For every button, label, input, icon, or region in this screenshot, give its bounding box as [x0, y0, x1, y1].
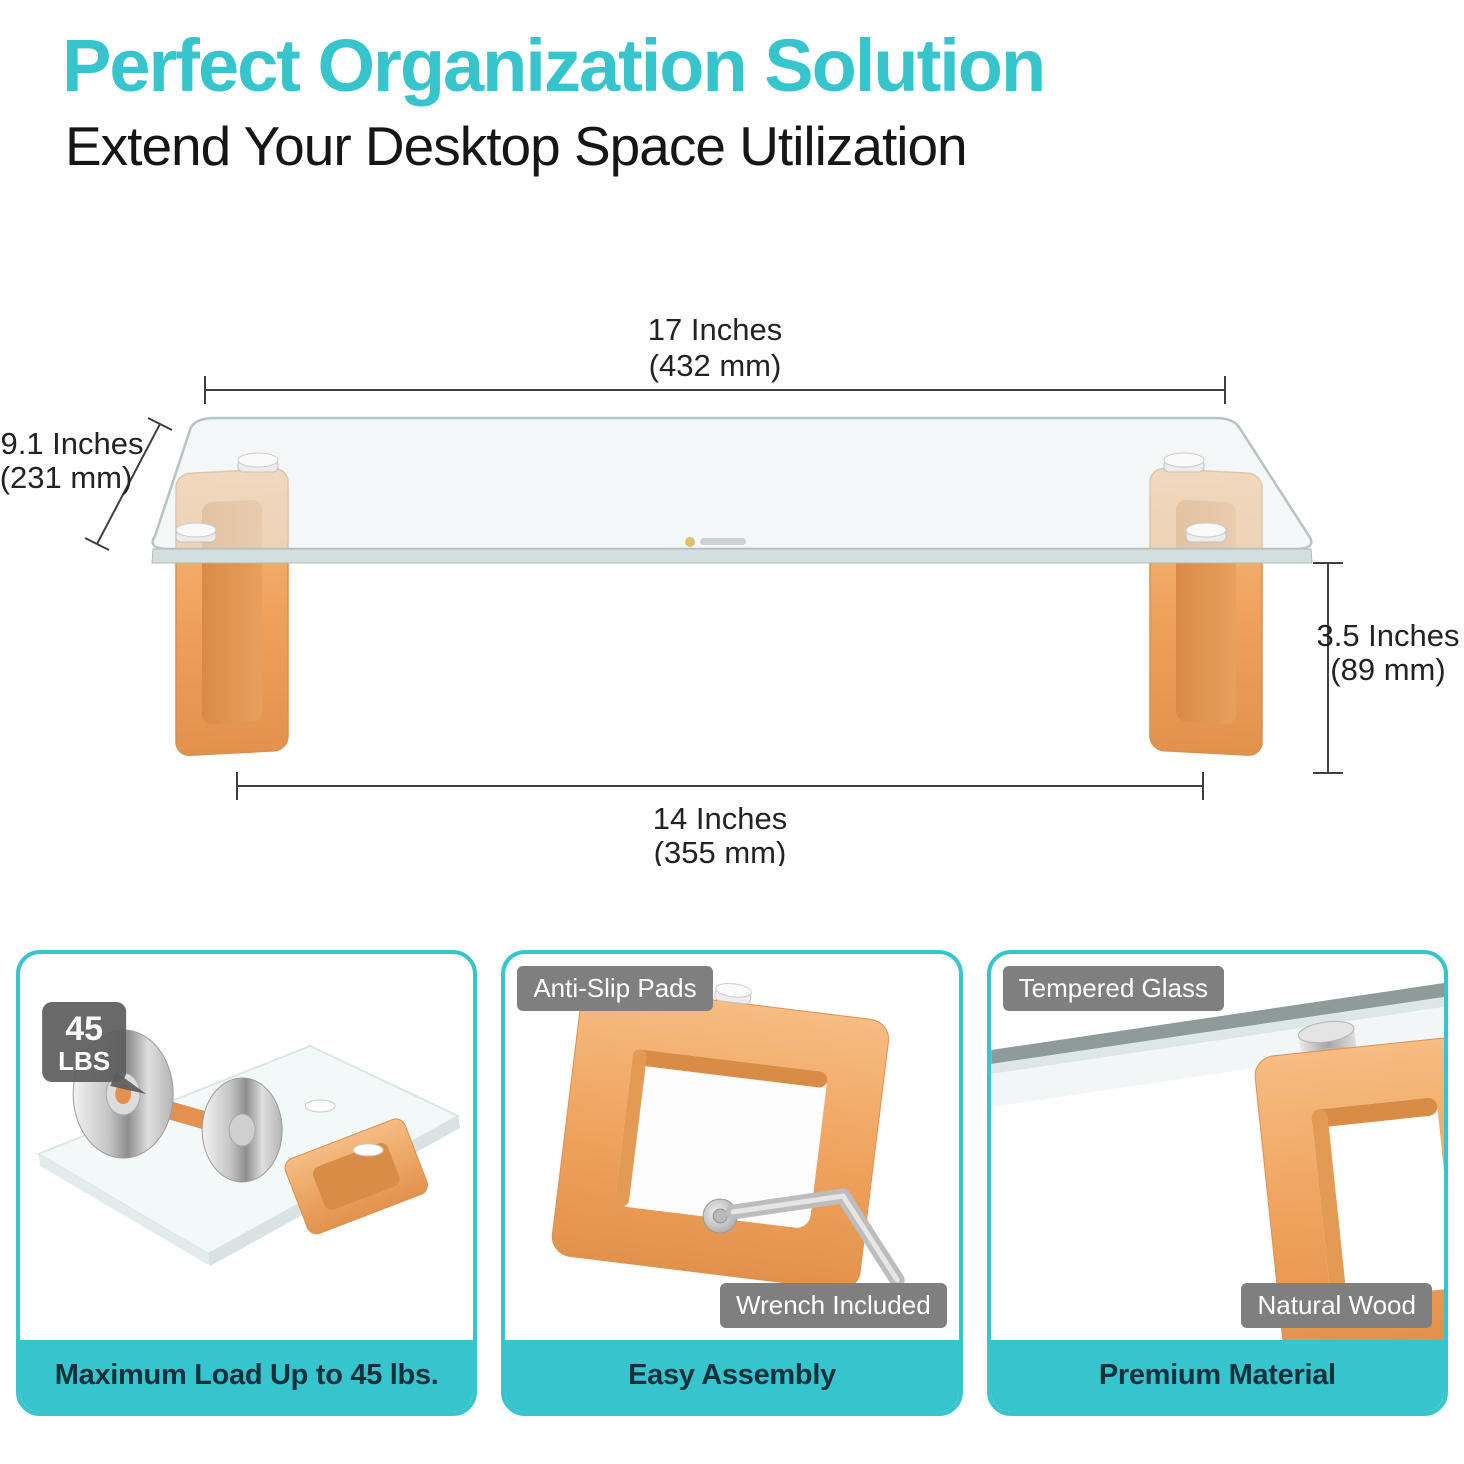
anti-slip-pad-icon [714, 982, 753, 1005]
dimension-height [1313, 561, 1343, 774]
card-assembly-caption: Easy Assembly [505, 1339, 959, 1412]
weight-unit: LBS [58, 1046, 110, 1076]
standoff-pad-front-left [175, 522, 217, 543]
wood-bridge [284, 1118, 428, 1235]
dim-bottom-inches: 14 Inches [653, 801, 787, 836]
tempered-glass-badge: Tempered Glass [1002, 965, 1224, 1011]
dimension-bottom-width [236, 771, 1204, 800]
feature-card-load: 45 LBS Maximum Load Up to 45 lbs. [16, 949, 478, 1416]
feature-cards: 45 LBS Maximum Load Up to 45 lbs. [0, 949, 1464, 1416]
wood-frame [552, 982, 890, 1290]
dim-depth-inches: 9.1 Inches [0, 426, 143, 461]
card-load-illustration: 45 LBS [20, 954, 473, 1340]
standoff-pad-back-right [1163, 452, 1205, 473]
card-material-illustration: Tempered Glass Natural Wood [990, 954, 1444, 1340]
pad-icon [304, 1099, 336, 1113]
load-illustration: 45 LBS [35, 1001, 461, 1266]
anti-slip-pads-badge: Anti-Slip Pads [517, 965, 713, 1011]
brand-logo [685, 536, 746, 547]
dim-top-mm: (432 mm) [649, 348, 782, 383]
glass-top [151, 416, 1313, 551]
glass-front-edge [151, 548, 1313, 564]
wrench-included-badge: Wrench Included [720, 1282, 947, 1328]
assembly-illustration [552, 982, 905, 1290]
allen-wrench-icon [725, 1188, 905, 1288]
dim-height-mm: (89 mm) [1330, 652, 1445, 687]
wood-leg-corner [1254, 1035, 1444, 1340]
pad-icon [352, 1143, 384, 1157]
natural-wood-badge: Natural Wood [1241, 1282, 1432, 1328]
card-material-caption: Premium Material [990, 1339, 1444, 1412]
product-dimension-diagram: 17 Inches (432 mm) 9.1 Inches (231 mm) 3… [0, 312, 1460, 866]
header: Perfect Organization Solution Extend You… [0, 0, 1464, 178]
dim-bottom-mm: (355 mm) [654, 835, 787, 866]
dim-top-inches: 17 Inches [648, 312, 782, 347]
feature-card-assembly: Anti-Slip Pads Wrench Included Easy Asse… [501, 949, 963, 1416]
dimension-top-width [204, 375, 1226, 404]
dim-depth-mm: (231 mm) [0, 460, 132, 495]
page-subtitle: Extend Your Desktop Space Utilization [65, 114, 968, 177]
weight-badge: 45 LBS [42, 1001, 147, 1094]
card-load-caption: Maximum Load Up to 45 lbs. [20, 1339, 474, 1412]
standoff-pad-back-left [237, 452, 279, 473]
feature-card-material: Tempered Glass Natural Wood Premium Mate… [986, 949, 1448, 1416]
standoff-pad-front-right [1185, 522, 1227, 543]
card-assembly-illustration: Anti-Slip Pads Wrench Included [505, 954, 958, 1340]
weight-value: 45 [65, 1010, 103, 1048]
page-title: Perfect Organization Solution [62, 24, 1046, 107]
material-illustration [990, 982, 1444, 1340]
dim-height-inches: 3.5 Inches [1316, 618, 1459, 653]
dimension-depth [84, 417, 173, 551]
